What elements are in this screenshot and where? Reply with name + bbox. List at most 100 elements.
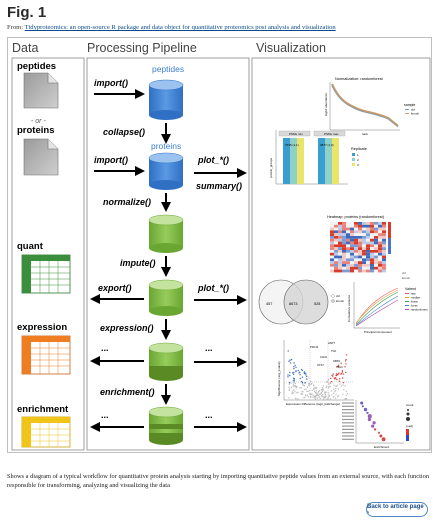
heatmap-cell: [334, 250, 338, 253]
volcano-point: [295, 370, 297, 373]
heatmap-cell: [338, 227, 342, 231]
article-link[interactable]: Tidyproteomics: an open-source R package…: [24, 24, 336, 31]
volcano-point: [329, 382, 332, 384]
workflow-diagram: Data Processing Pipeline Visualization p…: [11, 41, 431, 451]
volcano-point: [316, 397, 319, 399]
cv-legend-3: loess: [411, 304, 418, 308]
volcano-point: [334, 397, 337, 399]
heatmap-cell: [378, 241, 382, 245]
heatmap-cell: [342, 222, 346, 225]
variance-plot-thumbnail: Cumulative variance Principal Component …: [347, 282, 428, 334]
cylinder-label-peptides: peptides: [152, 64, 184, 74]
fn-plot-1: plot_*(): [197, 155, 229, 165]
volcano-point: [317, 394, 320, 397]
heatmap-cell: [358, 236, 362, 239]
heatmap-cell: [350, 227, 354, 231]
heatmap-cell: [342, 250, 346, 253]
volcano-point: [293, 381, 295, 383]
heatmap-cell: [374, 244, 378, 248]
heatmap-cell: [338, 258, 342, 262]
heatmap-cell: [378, 224, 382, 228]
proteins-cylinder: [148, 152, 184, 190]
replicate-title: Replicate: [351, 147, 367, 151]
heatmap-cell: [334, 224, 338, 228]
volcano-point: [330, 390, 333, 392]
volcano-point: [312, 394, 314, 397]
volcano-point: [321, 388, 324, 391]
heatmap-cell: [358, 230, 362, 234]
volcano-point: [310, 396, 312, 398]
volcano-point: [328, 383, 330, 385]
volcano-point: [329, 398, 331, 400]
volcano-point: [297, 391, 299, 393]
heatmap-cell: [382, 227, 386, 231]
heatmap-cell: [330, 238, 334, 242]
volcano-point: [304, 394, 307, 396]
heatmap-cell: [346, 236, 350, 239]
volcano-point: [342, 384, 344, 386]
volcano-point: [287, 350, 289, 352]
volcano-point: [330, 377, 332, 379]
volcano-point: [319, 389, 321, 392]
volcano-gene-2: TGF: [331, 349, 337, 353]
heatmap-cell: [378, 238, 382, 242]
norm-xlabel: rank: [362, 132, 368, 136]
heatmap-cell: [378, 269, 382, 273]
heatmap-cell: [354, 250, 358, 253]
volcano-point: [333, 396, 335, 398]
volcano-point: [293, 385, 295, 387]
enrichment-cylinder: [148, 406, 184, 445]
heatmap-cell: [330, 264, 334, 267]
heatmap-cell: [330, 241, 334, 245]
heatmap-cell: [346, 264, 350, 267]
heatmap-cell: [342, 255, 346, 259]
volcano-point: [294, 397, 297, 400]
volcano-point: [292, 372, 294, 374]
volcano-point: [307, 386, 309, 388]
fn-expression: expression(): [100, 323, 154, 333]
heatmap-cell: [366, 261, 370, 264]
volcano-point: [303, 388, 306, 391]
heatmap-cell: [382, 250, 386, 253]
heatmap-cell: [350, 255, 354, 259]
ellipsis-2: ...: [205, 343, 213, 353]
volcano-point: [313, 395, 316, 398]
volcano-point: [293, 362, 295, 364]
volcano-point: [288, 382, 291, 384]
heatmap-cell: [346, 269, 350, 273]
volcano-point: [287, 374, 289, 376]
heatmap-cell: [330, 266, 334, 270]
heatmap-cell: [370, 258, 374, 262]
heatmap-cell: [370, 236, 374, 239]
fn-enrichment: enrichment(): [100, 387, 155, 397]
volcano-point: [305, 374, 307, 376]
heatmap-cell: [346, 241, 350, 245]
heatmap-cell: [378, 227, 382, 231]
back-to-article-button[interactable]: Back to article page ›: [366, 502, 428, 517]
heatmap-cell: [342, 233, 346, 236]
cv-legend-2: linear: [411, 300, 418, 304]
volcano-gene-3: CAN1: [320, 355, 327, 359]
proteins-document-icon: [23, 138, 59, 176]
ellipsis-4: ...: [205, 410, 213, 420]
heatmap-cell: [338, 236, 342, 239]
heatmap-cell: [366, 269, 370, 273]
volcano-point: [333, 377, 335, 379]
heatmap-cell: [338, 244, 342, 248]
replicate-item-0: 1: [357, 153, 359, 157]
volcano-point: [299, 374, 301, 376]
heatmap-cell: [358, 252, 362, 256]
volcano-point: [322, 385, 324, 387]
heatmap-cell: [358, 222, 362, 225]
volcano-point: [337, 388, 340, 390]
volcano-point: [325, 381, 327, 383]
volcano-point: [294, 364, 296, 367]
heatmap-cell: [362, 222, 366, 225]
volcano-point: [306, 394, 308, 396]
heatmap-cell: [330, 247, 334, 250]
heatmap-cell: [378, 255, 382, 259]
volcano-point: [305, 372, 307, 374]
heatmap-cell: [378, 250, 382, 253]
enrichment-dot: [366, 411, 369, 415]
volcano-point: [345, 358, 347, 361]
